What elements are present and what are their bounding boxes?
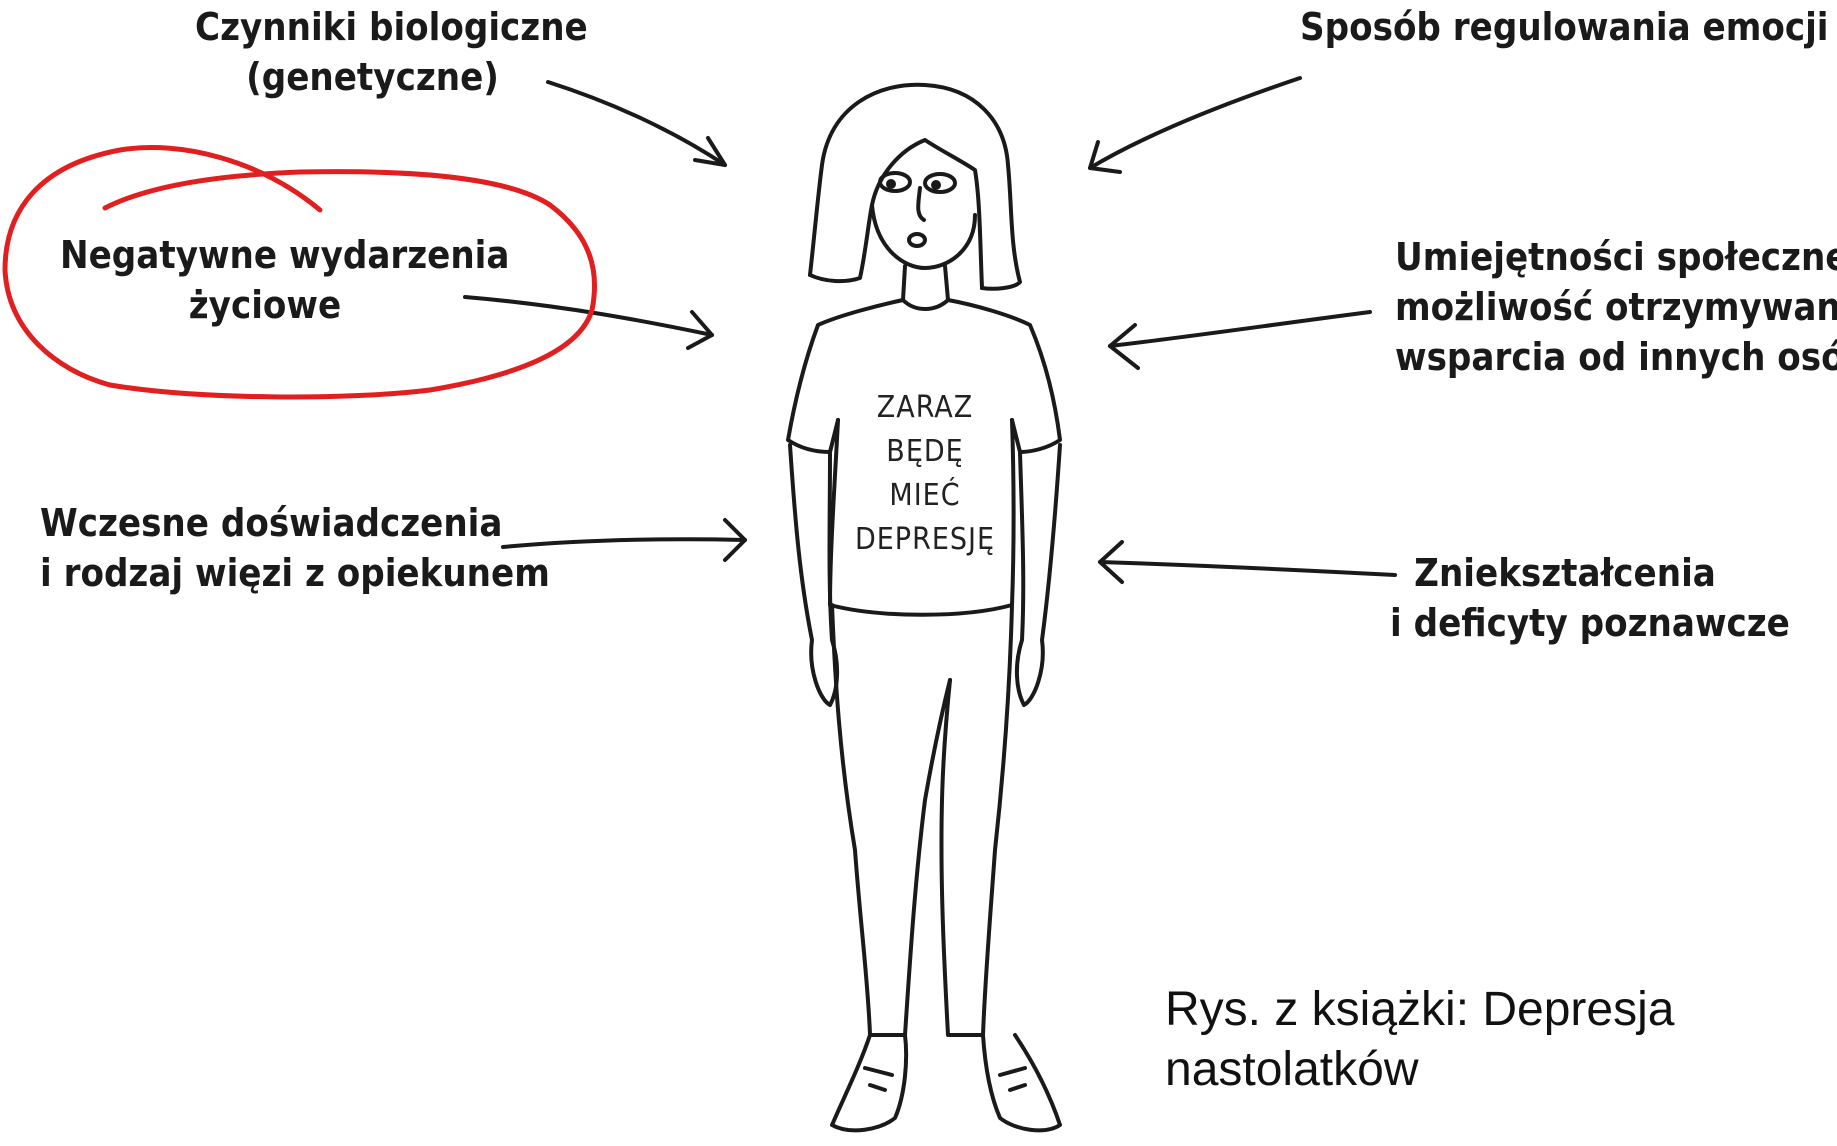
arrow-cognitive <box>1100 542 1395 582</box>
factor-biological: Czynniki biologiczne (genetyczne) <box>195 2 550 102</box>
figure-hair <box>810 85 1020 289</box>
factor-emotion-regulation: Sposób regulowania emocji <box>1300 2 1800 52</box>
arrow-social-skills <box>1110 312 1370 368</box>
shirt-text: ZARAZ BĘDĘ MIEĆ DEPRESJĘ <box>840 386 1010 562</box>
factor-cognitive-distortions: Zniekształcenia i deficyty poznawcze <box>1390 548 1740 648</box>
arrow-biological <box>548 82 725 165</box>
figure-neck <box>903 266 948 300</box>
arrow-emotion-regulation <box>1090 78 1300 172</box>
factor-social-skills: Umiejętności społeczne, możliwość otrzym… <box>1395 232 1835 382</box>
figure-pupils <box>886 179 941 190</box>
figure-shoes <box>832 1035 1060 1130</box>
figure-pants <box>832 605 1012 1035</box>
figure-caption: Rys. z książki: Depresja nastolatków <box>1165 980 1674 1100</box>
factor-early-experiences: Wczesne doświadczenia i rodzaj więzi z o… <box>40 498 500 598</box>
factor-negative-events: Negatywne wydarzenia życiowe <box>60 230 470 330</box>
